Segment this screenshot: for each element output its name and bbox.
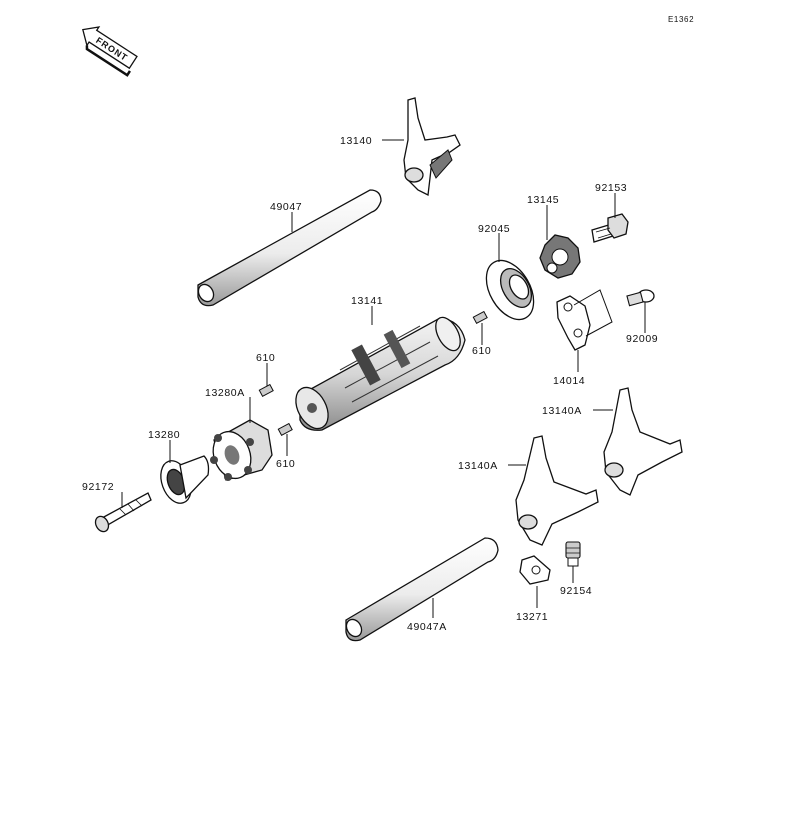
shift-fork-13140A-left: [515, 435, 599, 546]
bolt-92009: [626, 289, 655, 307]
shift-fork-13140: [403, 97, 461, 196]
shift-fork-13140A-right: [603, 387, 683, 496]
label-13140: 13140: [340, 135, 372, 147]
bolt-92154: [565, 541, 581, 567]
holder-13280A: [210, 419, 273, 481]
label-92154: 92154: [560, 585, 592, 597]
label-13280: 13280: [148, 429, 180, 441]
bearing-92045: [485, 259, 535, 321]
label-610-lower: 610: [276, 458, 295, 470]
label-13141: 13141: [351, 295, 383, 307]
label-13140A-upper: 13140A: [542, 405, 582, 417]
label-92153: 92153: [595, 182, 627, 194]
label-610-left: 610: [256, 352, 275, 364]
pin-610-left: [258, 383, 274, 398]
cam-13145: [539, 234, 581, 279]
label-13280A: 13280A: [205, 387, 245, 399]
label-14014: 14014: [553, 375, 585, 387]
label-49047: 49047: [270, 201, 302, 213]
pin-610-lower: [277, 422, 293, 437]
diagram-code: E1362: [668, 15, 694, 24]
label-92045: 92045: [478, 223, 510, 235]
bolt-92172: [94, 492, 152, 533]
bolt-92153: [591, 213, 629, 243]
label-610-upper: 610: [472, 345, 491, 357]
shift-drum-13141: [295, 316, 466, 431]
shift-rod-49047: [197, 189, 382, 307]
pin-610-upper: [472, 310, 488, 325]
label-13145: 13145: [527, 194, 559, 206]
label-49047A: 49047A: [407, 621, 447, 633]
stopper-14014: [556, 295, 591, 351]
label-92009: 92009: [626, 333, 658, 345]
shift-rod-49047A: [345, 537, 499, 642]
label-92172: 92172: [82, 481, 114, 493]
label-13140A-lower: 13140A: [458, 460, 498, 472]
plate-13271: [519, 555, 551, 585]
plate-13280: [160, 455, 210, 504]
label-13271: 13271: [516, 611, 548, 623]
front-arrow-icon: FRONT: [82, 26, 138, 77]
leader-lines: [121, 139, 646, 618]
